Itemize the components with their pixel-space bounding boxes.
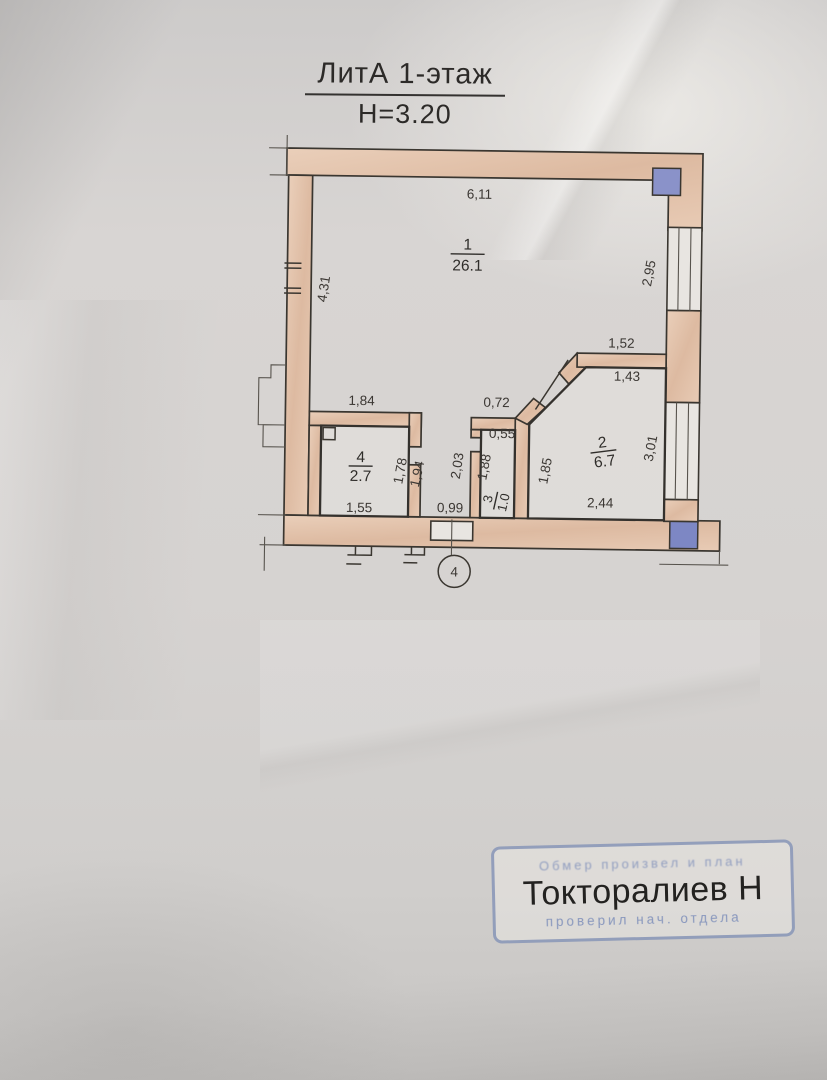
- room-1-label: 1 26.1: [450, 236, 485, 275]
- dim-corridor-height: 2,03: [448, 452, 467, 480]
- dimension-extension-lines: [257, 134, 290, 571]
- svg-text:1: 1: [463, 236, 472, 253]
- dim-room4-bottom: 1,55: [346, 500, 372, 515]
- dim-top-wall: 6,11: [467, 187, 492, 202]
- shaft-marker-bottom: [668, 520, 699, 550]
- dim-corridor-width: 0,99: [437, 500, 463, 515]
- dim-room4-top: 1,84: [348, 393, 375, 408]
- axis-leader-line: [450, 519, 453, 556]
- ceiling-height-label: Н=3.20: [357, 98, 452, 130]
- left-wall-ticks: [284, 262, 302, 294]
- axis-marker-label: 4: [450, 564, 458, 579]
- dim-room2-top-inner: 1,43: [614, 369, 640, 384]
- svg-text:3: 3: [480, 494, 496, 504]
- right-wall-bottom: [663, 498, 700, 523]
- dim-room4-door: 1,78: [390, 457, 410, 486]
- floor-plan-drawing: 4 6,11 1,52 1,43 1,84 0,72 0,55 1,55 0,9…: [257, 134, 729, 589]
- shaft-marker-top: [651, 167, 682, 197]
- inspector-stamp: Обмер произвел и план Токторалиев Н пров…: [490, 839, 796, 944]
- porch-steps: [346, 545, 426, 565]
- room-3-interior: [478, 428, 517, 520]
- svg-text:2.7: 2.7: [350, 468, 372, 485]
- dim-right-window-lower: 3,01: [641, 434, 661, 463]
- dim-right-window-upper: 2,95: [639, 259, 659, 288]
- top-wall: [285, 147, 704, 232]
- svg-text:4: 4: [356, 449, 365, 466]
- paper-crease: [260, 620, 760, 820]
- plan-title-block: ЛитА 1-этаж Н=3.20: [268, 57, 542, 131]
- room-2-label: 2 6.7: [590, 434, 617, 472]
- door-swing-line: [534, 359, 569, 410]
- plan-title: ЛитА 1-этаж: [305, 57, 505, 97]
- dim-room3-height: 1,88: [474, 453, 494, 482]
- dim-left-wall: 4,31: [314, 275, 333, 303]
- room3-left-wall-upper: [470, 428, 483, 439]
- bottom-right-step: [659, 551, 729, 566]
- svg-text:26.1: 26.1: [452, 257, 482, 274]
- room-4-interior: [318, 424, 411, 518]
- window-right-upper: [666, 226, 703, 312]
- svg-text:2: 2: [597, 434, 608, 452]
- svg-text:6.7: 6.7: [593, 452, 617, 472]
- paper-crease: [0, 960, 827, 1080]
- dim-room2-left: 1,85: [535, 457, 555, 486]
- paper-crease: [0, 300, 280, 720]
- room2-top-wall: [576, 352, 668, 370]
- vent-duct-square: [322, 426, 336, 441]
- room-4-label: 4 2.7: [348, 449, 373, 485]
- left-exterior-steps: [257, 364, 287, 448]
- room-3-label: 3 1.0: [480, 491, 513, 513]
- room4-right-wall-upper: [408, 411, 423, 448]
- stamp-inspector-name: Токторалиев Н: [522, 869, 764, 913]
- window-right-lower: [663, 401, 701, 501]
- dim-room4-right: 1,94: [407, 459, 428, 488]
- axis-marker-circle: [437, 554, 471, 589]
- room-2-interior: [526, 366, 668, 522]
- dim-room2-top-outer: 1,52: [608, 336, 634, 351]
- svg-text:1.0: 1.0: [494, 492, 513, 513]
- dim-room3-top-inner: 0,55: [489, 426, 515, 441]
- dim-room3-top-outer: 0,72: [483, 395, 509, 410]
- dim-room2-bottom: 2,44: [587, 495, 614, 510]
- right-wall-mid: [664, 309, 702, 404]
